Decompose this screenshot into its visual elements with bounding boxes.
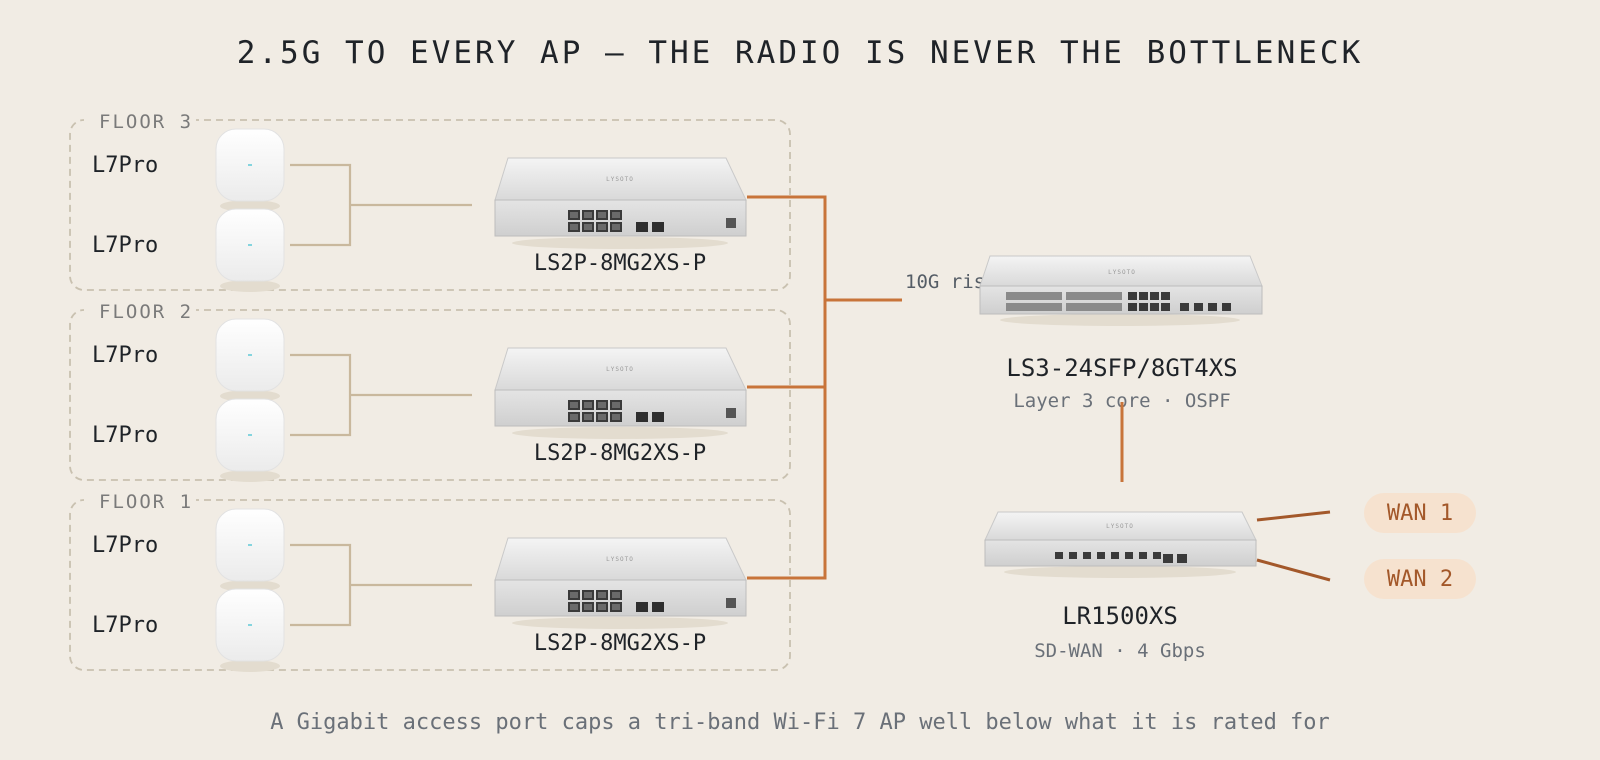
ap-label: L7Pro xyxy=(92,423,158,448)
router-icon: LYSOTO xyxy=(984,511,1257,578)
wan-1-label: WAN 1 xyxy=(1387,501,1453,526)
wan-2-label: WAN 2 xyxy=(1387,567,1453,592)
core-switch-label: LS3-24SFP/8GT4XS xyxy=(1006,354,1237,382)
ap-device-icon xyxy=(215,318,285,402)
wan-2-badge: WAN 2 xyxy=(1364,559,1476,599)
access-switch-icon: LYSOTO xyxy=(494,537,747,629)
svg-text:LYSOTO: LYSOTO xyxy=(606,366,634,373)
ap-device-icon xyxy=(215,208,285,292)
floor-3-group: FLOOR 3 xyxy=(69,110,791,291)
svg-text:LYSOTO: LYSOTO xyxy=(606,556,634,563)
ap-label: L7Pro xyxy=(92,613,158,638)
core-switch-subtitle: Layer 3 core · OSPF xyxy=(1013,390,1230,412)
floor-3-box xyxy=(69,119,791,291)
access-switch-label: LS2P-8MG2XS-P xyxy=(534,441,706,466)
ap-label: L7Pro xyxy=(92,533,158,558)
ap-device-icon xyxy=(215,508,285,592)
svg-text:LYSOTO: LYSOTO xyxy=(1108,269,1136,276)
floor-2-label: FLOOR 2 xyxy=(99,301,193,323)
floor-3-label: FLOOR 3 xyxy=(99,111,193,133)
ap-labels: L7Pro L7Pro L7Pro L7Pro L7Pro L7Pro xyxy=(92,153,158,638)
diagram-title: 2.5G TO EVERY AP — THE RADIO IS NEVER TH… xyxy=(237,35,1364,71)
ap-label: L7Pro xyxy=(92,153,158,178)
ap-label: L7Pro xyxy=(92,343,158,368)
ap-device-icon xyxy=(215,128,285,212)
footer-caption: A Gigabit access port caps a tri-band Wi… xyxy=(270,710,1330,735)
floor-2-box xyxy=(69,309,791,481)
ap-device-icon xyxy=(215,588,285,672)
access-switch-icon: LYSOTO xyxy=(494,347,747,439)
access-switch-label: LS2P-8MG2XS-P xyxy=(534,631,706,656)
floor-1-box xyxy=(69,499,791,671)
access-switch-icon: LYSOTO xyxy=(494,157,747,249)
router-label: LR1500XS xyxy=(1062,602,1178,630)
ap-label: L7Pro xyxy=(92,233,158,258)
ap-device-icon xyxy=(215,398,285,482)
floor-1-label: FLOOR 1 xyxy=(99,491,193,513)
floor-1-group: FLOOR 1 xyxy=(69,490,791,671)
router-subtitle: SD-WAN · 4 Gbps xyxy=(1034,640,1206,662)
access-points xyxy=(215,128,285,672)
wan-1-badge: WAN 1 xyxy=(1364,493,1476,533)
ap-links xyxy=(290,163,472,627)
svg-text:LYSOTO: LYSOTO xyxy=(606,176,634,183)
svg-text:LYSOTO: LYSOTO xyxy=(1106,523,1134,530)
access-switch-label: LS2P-8MG2XS-P xyxy=(534,251,706,276)
wan-links xyxy=(1256,510,1331,582)
floor-2-group: FLOOR 2 xyxy=(69,300,791,481)
core-switch-icon: LYSOTO xyxy=(979,255,1263,326)
